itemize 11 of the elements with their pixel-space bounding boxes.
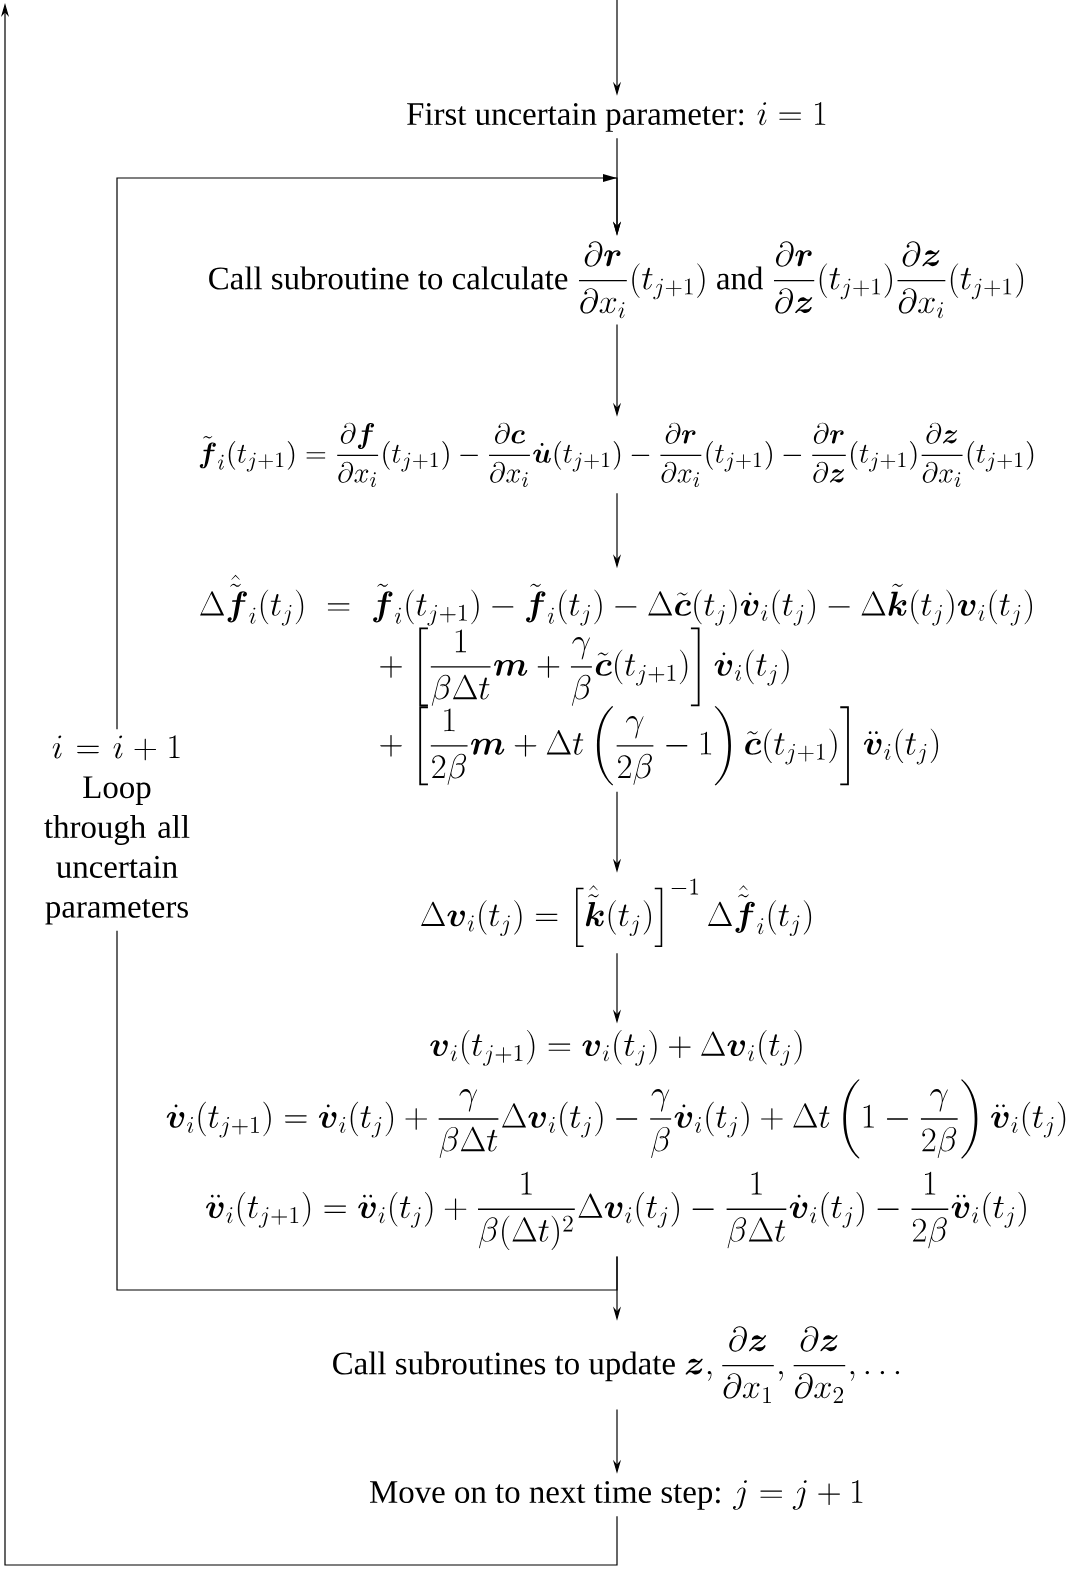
loop-text: $i = i + 1$ Loop through all uncertain parameters bbox=[44, 735, 190, 925]
step-text: First uncertain parameter: $i = 1$ bbox=[407, 102, 826, 132]
equation: $\Delta\boldsymbol{v}_i(t_j) = \left[\hat{\tilde{\boldsymbol{k}}}(t_j)\right]^{-1}\Delta\hat{\tilde{\boldsymbol{f}}}_i(t_j)$ bbox=[421, 878, 812, 947]
equation: $\boldsymbol{v}_i(t_{j+1}) = \boldsymbol{v}_i(t_j) + \Delta\boldsymbol{v}_i(t_j)$ $\dot{\boldsymbol{v}}_i(t_{j+1}) = \dot{\boldsymbol{v}}_i(t_j) + \frac{\gamma}{\beta\Delta t}\Delta\boldsymbol{v}_i(t_j) - \frac{\gamma}{\beta}\dot{\boldsymbol{v}}_i(t_j) + \Delta t\left(1-\frac{\gamma}{2\beta}\right)\ddot{\boldsymbol{v}}_i(t_j)$ $\ddot{\boldsymbol{v}}_i(t_{j+1}) = \ddot{\boldsymbol{v}}_i(t_j) + \frac{1}{\beta(\Delta t)^2}\Delta\boldsymbol{v}_i(t_j) - \frac{1}{\beta\Delta t}\dot{\boldsymbol{v}}_i(t_j) - \frac{1}{2\beta}\ddot{\boldsymbol{v}}_i(t_j)$ bbox=[166, 1030, 1066, 1251]
step-text: Call subroutines to update $\boldsymbol{z}, \frac{\partial \boldsymbol{z}}{\partial x_1}, \frac{\partial \boldsymbol{z}}{\partial x_2}, \ldots$ bbox=[333, 1326, 900, 1403]
loop-line bbox=[116, 930, 618, 1291]
equation: $\begin{array}{rcl} \Delta\hat{\tilde{\boldsymbol{f}}}_i(t_j) & = & \tilde{\boldsymbol{f}}_i(t_{j+1}) - \tilde{\boldsymbol{f}}_i(t_j) - \Delta\tilde{\boldsymbol{c}}(t_j)\dot{\boldsymbol{v}}_i(t_j) - \Delta\tilde{\boldsymbol{k}}(t_j)\boldsymbol{v}_i(t_j) \\ & & {}+\left[\dfrac{1}{\beta\Delta t}\boldsymbol{m} + \dfrac{\gamma}{\beta}\tilde{\boldsymbol{c}}(t_{j+1})\right]\dot{\boldsymbol{v}}_i(t_j) \\ & & {}+\left[\dfrac{1}{2\beta}\boldsymbol{m} + \Delta t\left(\dfrac{\gamma}{2\beta}-1\right)\tilde{\boldsymbol{c}}(t_{j+1})\right]\ddot{\boldsymbol{v}}_i(t_j) \end{array}$ bbox=[200, 574, 1033, 786]
step-text: Call subroutine to calculate $\frac{\partial \boldsymbol{r}}{\partial x_i}(t_{j+1})$ and $\frac{\partial \boldsymbol{r}}{\partial \boldsymbol{z}}(t_{j+1})\frac{\partial \boldsymbol{z}}{\partial x_i}(t_{j+1})$ bbox=[209, 241, 1024, 319]
step-text: Move on to next time step: $j = j + 1$ bbox=[370, 1480, 863, 1510]
arrow bbox=[116, 174, 622, 730]
equation: $\tilde{\boldsymbol{f}}_i(t_{j+1}) = \frac{\partial \boldsymbol{f}}{\partial x_i}(t_{j+1}) - \frac{\partial \boldsymbol{c}}{\partial x_i}\dot{\boldsymbol{u}}(t_{j+1}) - \frac{\partial \boldsymbol{r}}{\partial x_i}(t_{j+1}) - \frac{\partial \boldsymbol{r}}{\partial \boldsymbol{z}}(t_{j+1})\frac{\partial \boldsymbol{z}}{\partial x_i}(t_{j+1})$ bbox=[199, 422, 1034, 487]
